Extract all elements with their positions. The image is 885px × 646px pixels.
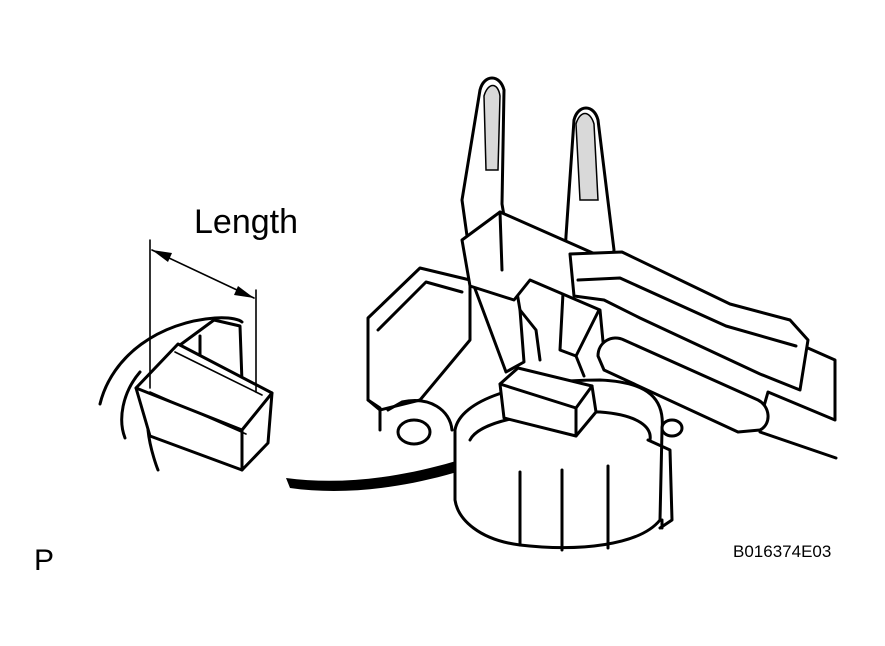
- figure-code: B016374E03: [733, 542, 831, 561]
- brush-holder-assembly: [366, 266, 684, 552]
- brush-detail: [98, 239, 274, 472]
- view-label: P: [34, 544, 54, 577]
- vernier-caliper: [460, 76, 838, 460]
- length-label: Length: [194, 203, 298, 241]
